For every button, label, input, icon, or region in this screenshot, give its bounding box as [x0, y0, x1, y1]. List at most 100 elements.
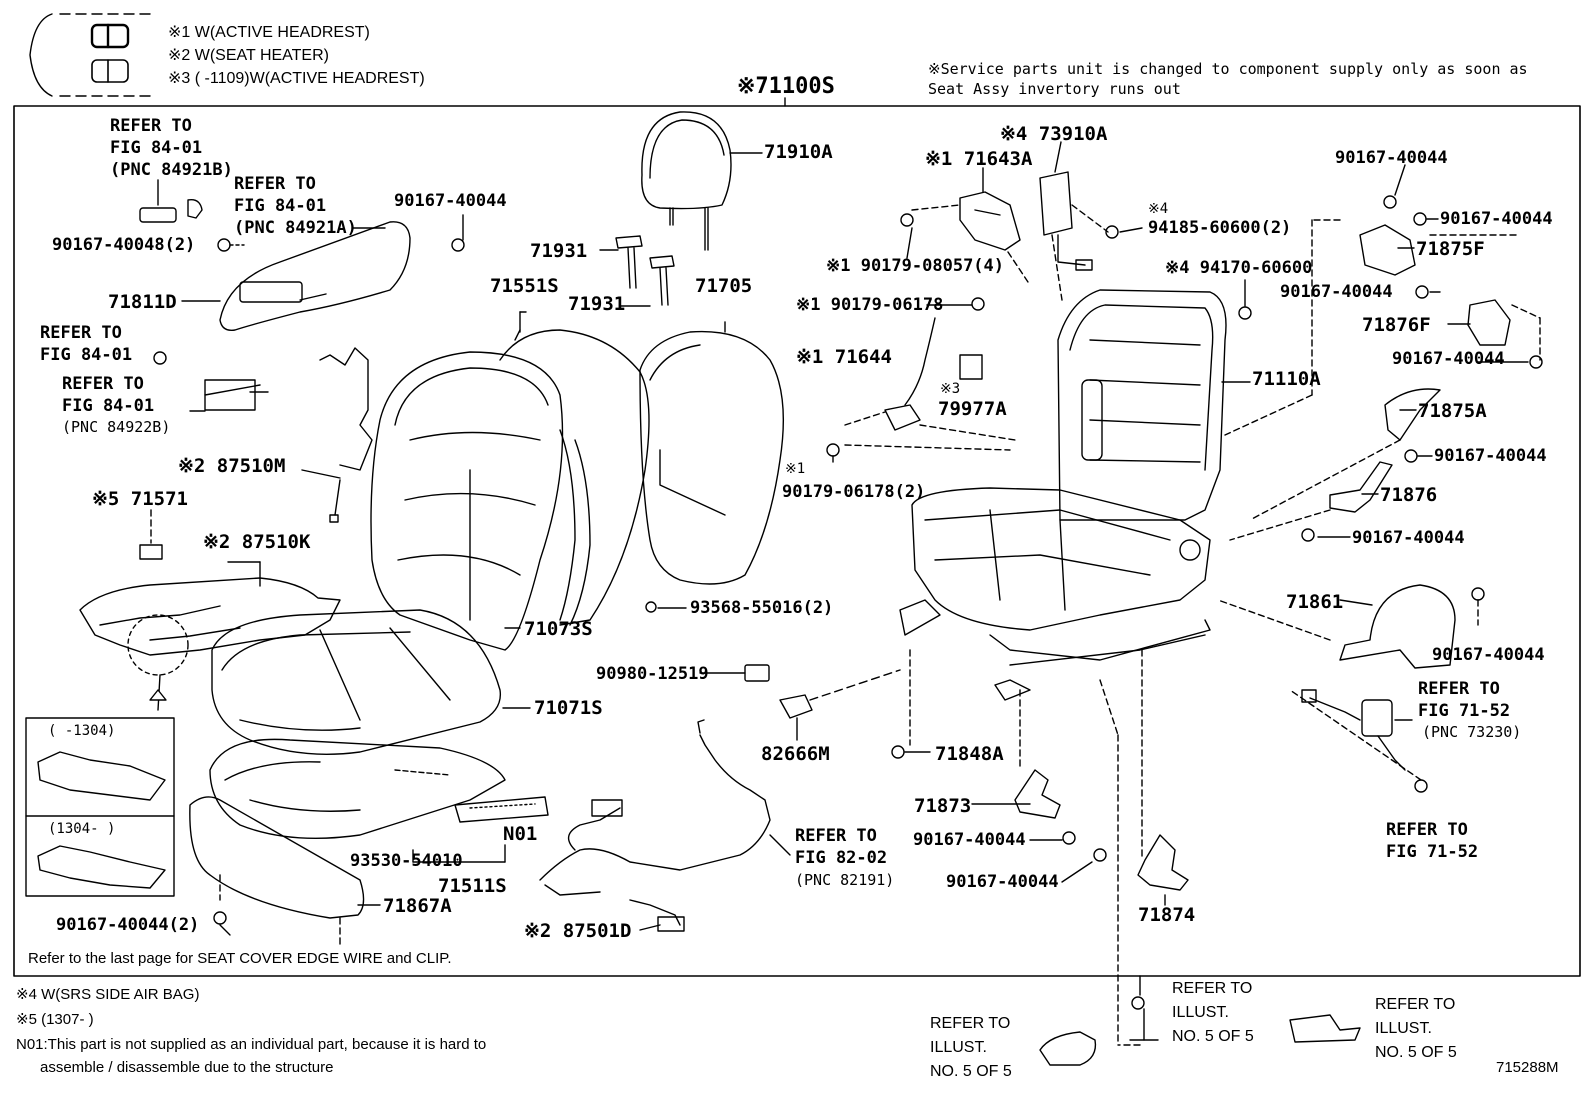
front-shield-drawing [189, 796, 381, 946]
part-71848A[interactable]: 71848A [935, 743, 1004, 765]
part-79977A[interactable]: 79977A [938, 398, 1007, 420]
part-71873[interactable]: 71873 [914, 795, 972, 817]
heater-mat-drawing [319, 347, 373, 523]
part-90167-40044-r2[interactable]: 90167-40044 [1280, 282, 1393, 302]
part-90179-06178-2[interactable]: 90179-06178(2) [782, 482, 926, 502]
refer-line: (PNC 84921A) [234, 218, 357, 238]
part-71876[interactable]: 71876 [1380, 484, 1438, 506]
refer-line: ILLUST. [930, 1039, 987, 1056]
part-90167-40048[interactable]: 90167-40048(2) [52, 235, 196, 255]
inset-box [25, 717, 175, 897]
refer-line: FIG 71-52 [1386, 842, 1479, 862]
part-90980-12519[interactable]: 90980-12519 [596, 664, 709, 684]
cushion-heater-drawing [79, 561, 341, 711]
part-90167-40044-r6[interactable]: 90167-40044 [1432, 645, 1545, 665]
refer-line: REFER TO [62, 374, 144, 394]
part-90167-40044-bottom-left[interactable]: 90167-40044(2) [56, 915, 200, 935]
headrest-support-drawing [599, 235, 675, 307]
part-71551S[interactable]: 71551S [490, 275, 559, 297]
diagram-frame [13, 105, 1581, 977]
part-71874[interactable]: 71874 [1138, 904, 1196, 926]
refer-line: ILLUST. [1375, 1020, 1432, 1037]
part-71644[interactable]: ※1 71644 [796, 346, 892, 368]
refer-line: FIG 82-02 [795, 848, 888, 868]
cushion-frame-drawing [209, 738, 549, 863]
label-79977A-drawing [959, 354, 983, 380]
lower-brackets-drawing [909, 649, 1189, 1046]
right-parts-drawing [1217, 219, 1541, 781]
part-82666M[interactable]: 82666M [761, 743, 830, 765]
part-93530-54010[interactable]: 93530-54010 [350, 851, 463, 871]
part-71705[interactable]: 71705 [695, 275, 753, 297]
part-90167-40044-r3[interactable]: 90167-40044 [1392, 349, 1505, 369]
part-71861[interactable]: 71861 [1286, 591, 1344, 613]
side-shield-drawing [181, 221, 411, 331]
service-note-line2: Seat Assy invertory runs out [928, 80, 1181, 98]
part-N01[interactable]: N01 [503, 823, 538, 845]
part-90167-40044-c2[interactable]: 90167-40044 [946, 872, 1059, 892]
refer-line: REFER TO [1375, 996, 1456, 1013]
part-73910A[interactable]: ※4 73910A [1000, 123, 1108, 145]
part-71073S[interactable]: 71073S [524, 618, 593, 640]
part-90167-40044-top-right[interactable]: 90167-40044 [1335, 148, 1448, 168]
part-90179-08057[interactable]: ※1 90179-08057(4) [826, 256, 1005, 276]
part-71876F[interactable]: 71876F [1362, 314, 1431, 336]
part-90167-40044-top-left[interactable]: 90167-40044 [394, 191, 507, 211]
refer-line: NO. 5 OF 5 [1172, 1028, 1254, 1045]
part-90167-40044-r5[interactable]: 90167-40044 [1352, 528, 1465, 548]
refer-line: FIG 71-52 [1418, 701, 1511, 721]
part-90167-40044-r4[interactable]: 90167-40044 [1434, 446, 1547, 466]
part-71643A[interactable]: ※1 71643A [925, 148, 1033, 170]
part-90179-06178b-note: ※1 [785, 461, 806, 477]
part-87501D[interactable]: ※2 87501D [524, 920, 632, 942]
connector-90980-drawing [699, 664, 770, 682]
part-94185-note: ※4 [1148, 201, 1169, 217]
refer-line: REFER TO [1386, 820, 1468, 840]
part-71931-lower[interactable]: 71931 [568, 293, 626, 315]
part-71511S[interactable]: 71511S [438, 875, 507, 897]
inset-bottom-label: (1304- ) [48, 821, 116, 837]
footer-note-n01-b: assemble / disassemble due to the struct… [40, 1059, 334, 1076]
refer-line: FIG 84-01 [234, 196, 327, 216]
part-94185-60600[interactable]: 94185-60600(2) [1148, 218, 1292, 238]
part-94170-60600[interactable]: ※4 94170-60600 [1165, 258, 1313, 278]
screw-icons [153, 195, 1543, 1010]
seat-cushion-drawing [211, 609, 531, 755]
part-71875F[interactable]: 71875F [1416, 238, 1485, 260]
refer-line: (PNC 82191) [795, 871, 895, 889]
pad-71571-drawing [139, 509, 163, 560]
part-71910A[interactable]: 71910A [764, 141, 833, 163]
part-71071S[interactable]: 71071S [534, 697, 603, 719]
connector-symbol-icon [90, 23, 130, 83]
refer-line: REFER TO [795, 826, 877, 846]
legend-note-3: ※3 ( -1109)W(ACTIVE HEADREST) [168, 70, 425, 87]
refer-line: FIG 84-01 [40, 345, 133, 365]
part-71931-upper[interactable]: 71931 [530, 240, 588, 262]
part-71571[interactable]: ※5 71571 [92, 488, 188, 510]
refer-line: ILLUST. [1172, 1004, 1229, 1021]
footer-note-n01-a: N01:This part is not supplied as an indi… [16, 1036, 487, 1053]
edge-wire-note: Refer to the last page for SEAT COVER ED… [28, 950, 452, 967]
part-87510K[interactable]: ※2 87510K [203, 531, 311, 553]
wire-harness-drawing [539, 719, 771, 932]
part-71875A[interactable]: 71875A [1418, 400, 1487, 422]
refer-line: (PNC 84921B) [110, 160, 233, 180]
refer-line: REFER TO [40, 323, 122, 343]
part-90167-40044-r1[interactable]: 90167-40044 [1440, 209, 1553, 229]
footer-note-5: ※5 (1307- ) [16, 1011, 94, 1028]
part-71811D[interactable]: 71811D [108, 291, 177, 313]
part-90167-40044-c1[interactable]: 90167-40044 [913, 830, 1026, 850]
refer-line: FIG 84-01 [110, 138, 203, 158]
part-71110A[interactable]: 71110A [1252, 368, 1321, 390]
part-71867A[interactable]: 71867A [383, 895, 452, 917]
refer-line: REFER TO [110, 116, 192, 136]
refer-line: FIG 84-01 [62, 396, 155, 416]
part-87510M[interactable]: ※2 87510M [178, 455, 286, 477]
legend-bracket [29, 13, 151, 97]
refer-line: REFER TO [1418, 679, 1500, 699]
part-90179-06178[interactable]: ※1 90179-06178 [796, 295, 944, 315]
part-93568-55016[interactable]: 93568-55016(2) [690, 598, 834, 618]
outside-parts-drawing [1039, 975, 1361, 1066]
